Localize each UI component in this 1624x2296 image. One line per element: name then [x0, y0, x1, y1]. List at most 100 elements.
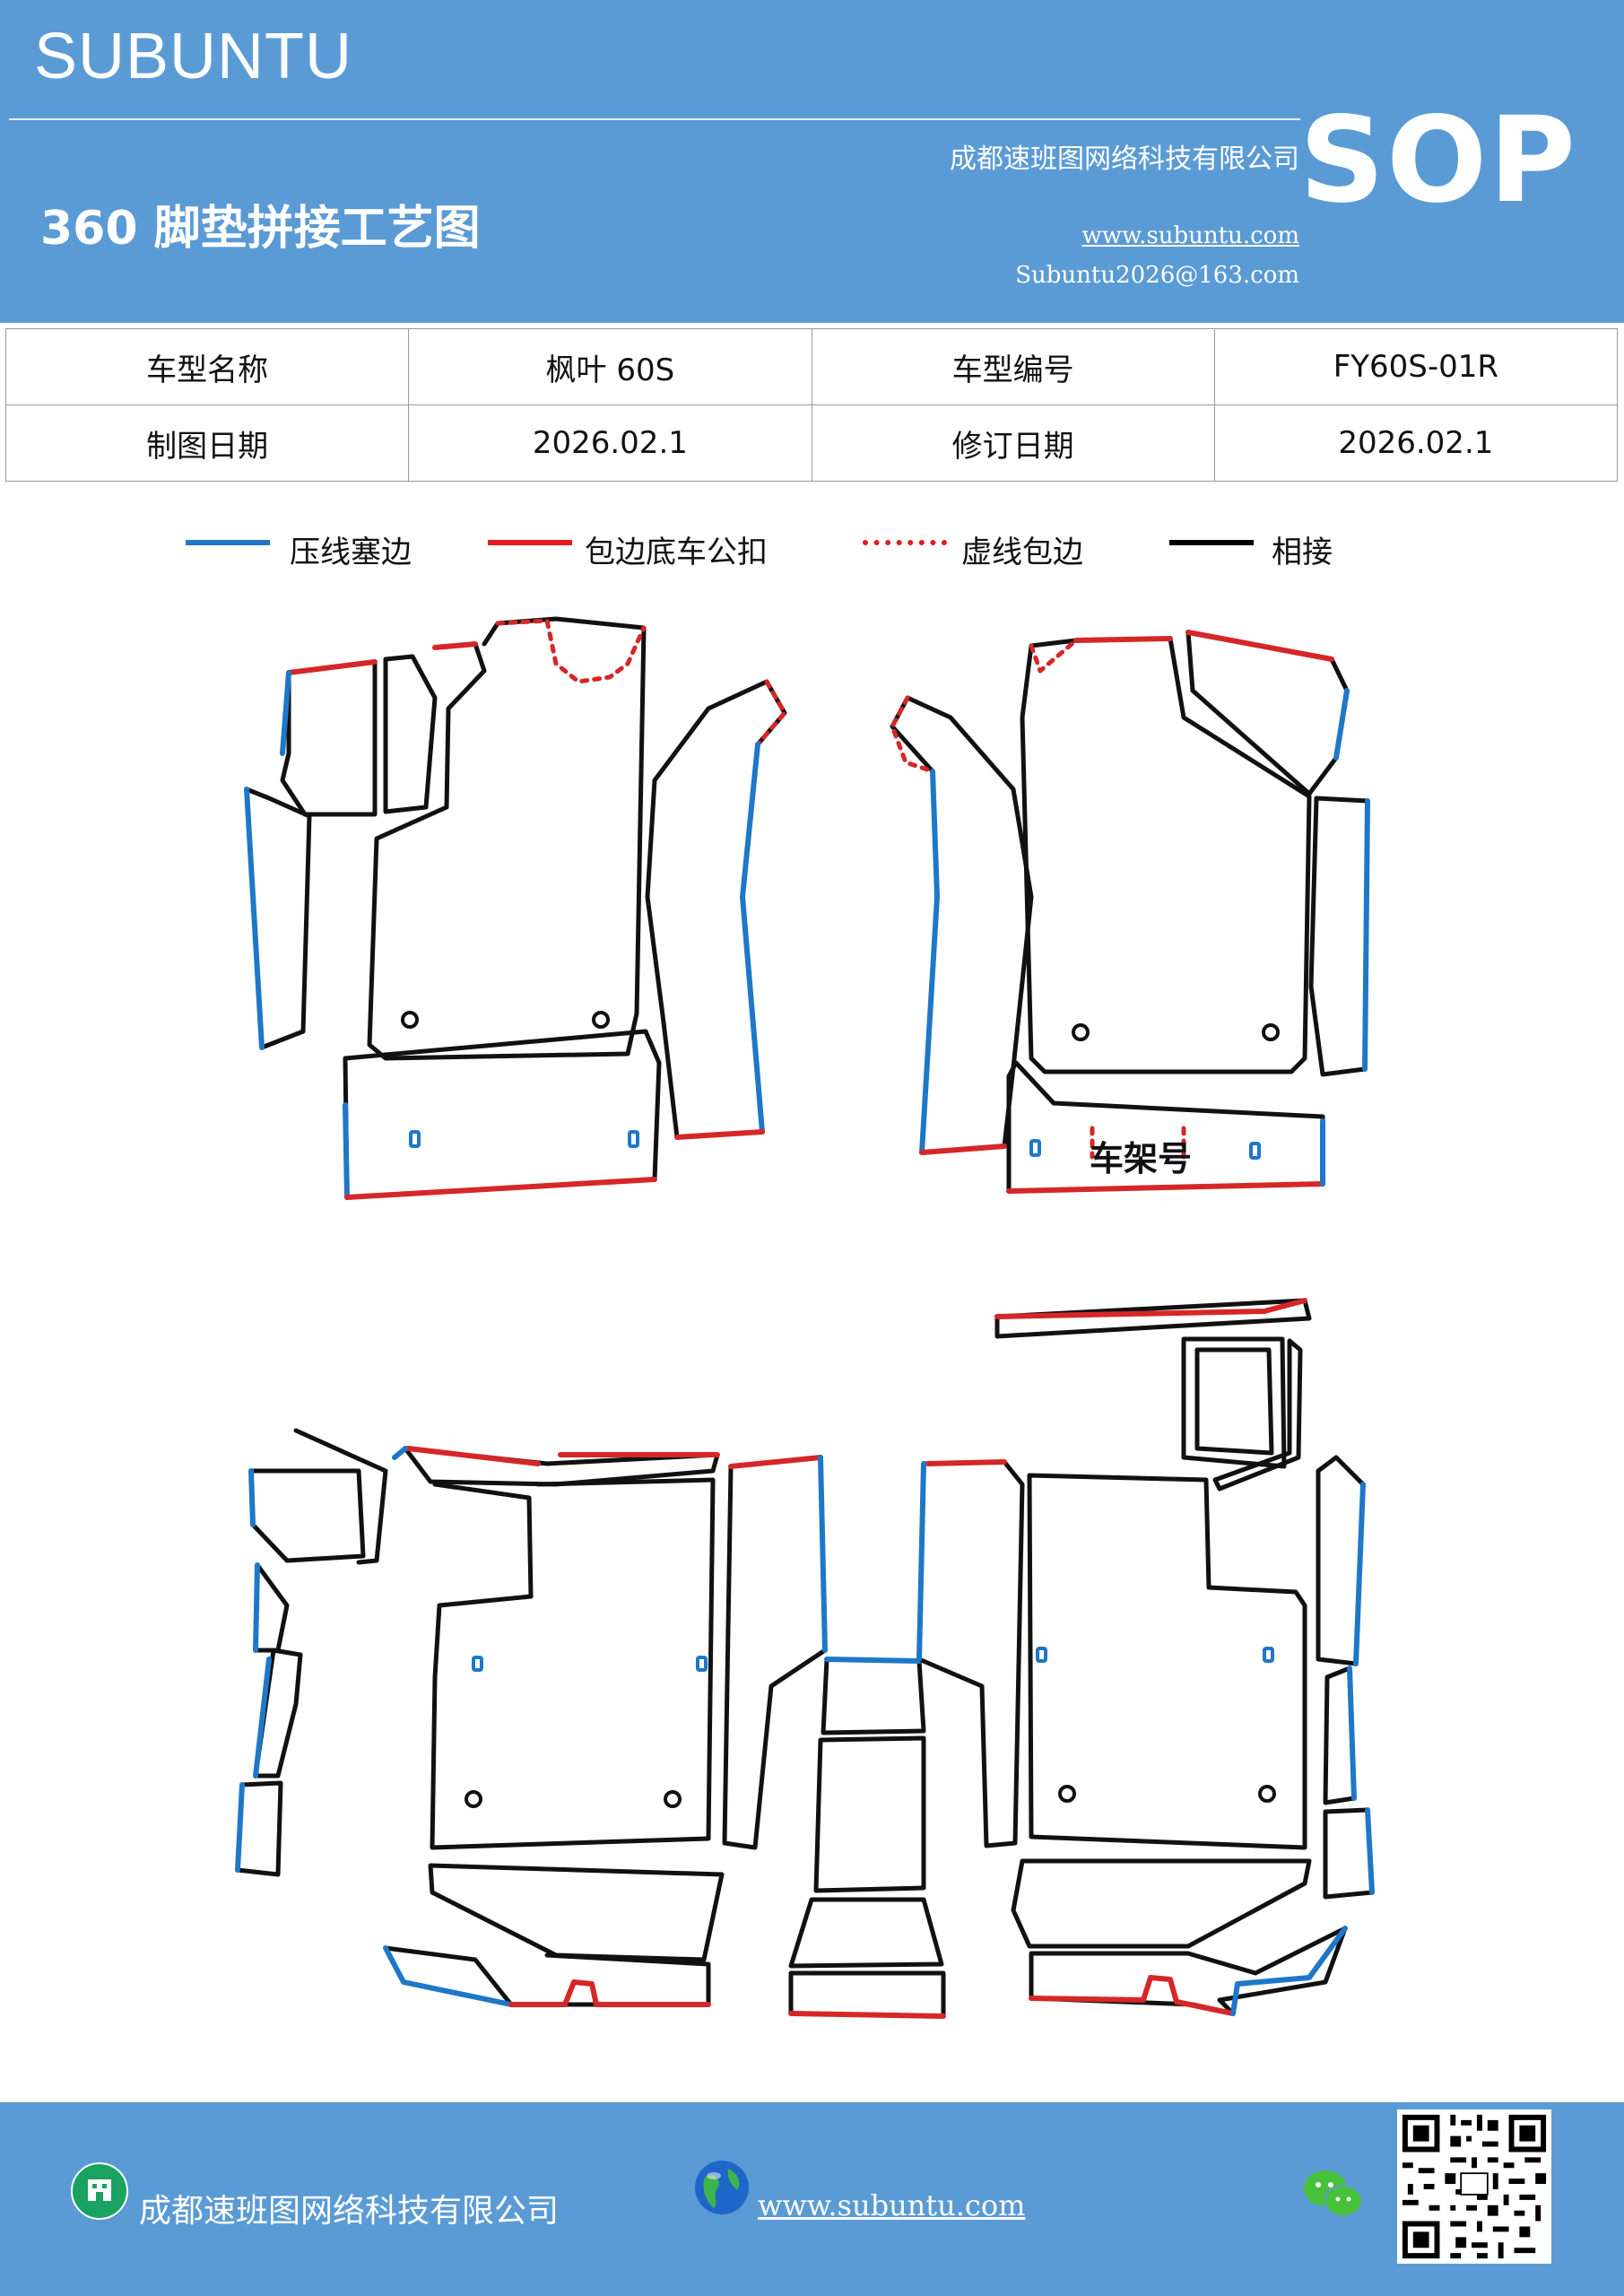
- front-right-blue: [919, 769, 940, 1155]
- rear-right-bottom-blue: [1230, 1926, 1348, 2016]
- front-right-sill-red: [1006, 1181, 1325, 1194]
- rear-left-piece-3-blue: [253, 1657, 272, 1779]
- wechat-icon[interactable]: [1302, 2167, 1365, 2224]
- front-right-outer-strip: [1308, 796, 1370, 1077]
- front-right-top-dotted: [1029, 638, 1079, 674]
- tunnel-bottom-red: [788, 2011, 946, 2019]
- label-revision-date: 修订日期: [811, 404, 1215, 482]
- rear-left-top-strip: [403, 1446, 720, 1487]
- legend-label: 相接: [1272, 535, 1333, 570]
- rear-left-arch-piece: [293, 1428, 388, 1565]
- frame-number-cutout: [1090, 1126, 1186, 1160]
- footer-website-link[interactable]: www.subuntu.com: [758, 2188, 1026, 2222]
- rear-left-piece-2-blue: [253, 1562, 260, 1653]
- tunnel-piece-bottom: [788, 1970, 946, 2019]
- front-left-main-mat: [367, 616, 647, 1061]
- table-row: 车型名称 枫叶 60S 车型编号 FY60S-01R: [4, 328, 1619, 405]
- rear-left-bottom-red: [508, 1979, 711, 2007]
- rear-right-bottom-red: [1029, 1975, 1236, 2016]
- clip-slot: [409, 1130, 421, 1148]
- rear-right-outer-1-blue: [1353, 1482, 1366, 1666]
- legend-swatch-blue: [186, 540, 270, 545]
- footer-banner: 成都速班图网络科技有限公司 www.subuntu.com: [0, 2102, 1624, 2296]
- sill-edge-blue: [343, 1102, 350, 1200]
- label-model-code: 车型编号: [811, 328, 1215, 405]
- side-strip-blue: [740, 742, 765, 1135]
- front-right-mat-group: 车架号: [890, 630, 1370, 1194]
- rear-left-piece-2: [253, 1562, 290, 1653]
- footer-company: 成都速班图网络科技有限公司: [139, 2193, 560, 2230]
- rear-left-bottom-blue: [383, 1945, 514, 2007]
- frame-number-label: 车架号: [1090, 1139, 1192, 1178]
- legend-label: 包边底车公扣: [585, 535, 768, 570]
- rear-right-top-strip: [994, 1298, 1312, 1339]
- clip-slot: [696, 1656, 708, 1672]
- front-right-red: [919, 1144, 1007, 1155]
- value-draw-date: 2026.02.1: [408, 404, 812, 482]
- center-tunnel-group: [788, 1657, 946, 2019]
- rear-right-top-red: [994, 1298, 1307, 1319]
- clip-hole: [1262, 1023, 1280, 1041]
- header-banner: SUBUNTU 成都速班图网络科技有限公司 360 脚垫拼接工艺图 www.su…: [0, 0, 1624, 323]
- side-strip-dotted: [755, 679, 787, 747]
- rear-right-side-red: [925, 1459, 1007, 1466]
- clip-slot: [472, 1656, 483, 1672]
- legend-swatch-black: [1169, 540, 1254, 545]
- outer-strip-blue: [1362, 798, 1370, 1072]
- clip-slot: [1029, 1139, 1041, 1157]
- front-left-outer-edge-blue: [280, 670, 291, 756]
- rear-left-side-strip: [722, 1455, 828, 1850]
- sop-badge: SOP: [1298, 91, 1577, 230]
- table-row: 制图日期 2026.02.1 修订日期 2026.02.1: [4, 404, 1619, 482]
- clip-hole: [1058, 1785, 1076, 1803]
- legend-swatch-red: [488, 540, 572, 545]
- header-company: 成都速班图网络科技有限公司: [950, 144, 1299, 175]
- clip-hole: [592, 1011, 610, 1029]
- tunnel-piece-top-blue: [824, 1657, 922, 1664]
- rear-left-underseat: [428, 1863, 725, 1962]
- front-right-top-red: [1073, 636, 1173, 643]
- front-right-dotted: [890, 695, 935, 774]
- label-draw-date: 制图日期: [4, 404, 410, 482]
- front-left-outer-edge-red: [286, 659, 378, 675]
- clip-slot: [628, 1130, 639, 1148]
- label-model-name: 车型名称: [4, 328, 410, 405]
- side-strip-red: [674, 1129, 765, 1140]
- qr-code-icon[interactable]: [1397, 2109, 1551, 2267]
- rear-left-side-blue: [818, 1455, 828, 1653]
- clip-hole: [465, 1790, 482, 1808]
- rear-right-seat-piece: [1181, 1336, 1287, 1469]
- header-divider: [9, 118, 1300, 120]
- floor-mat-diagram: 车架号: [235, 616, 1375, 2019]
- front-right-main-mat: [1020, 636, 1312, 1074]
- rear-left-top-red: [405, 1446, 720, 1466]
- rear-right-side-blue: [916, 1461, 926, 1662]
- front-left-outer-piece: [280, 659, 378, 817]
- clip-hole: [1258, 1785, 1276, 1803]
- left-strip-edge-blue: [244, 787, 265, 1050]
- rear-right-mat-group: [916, 1298, 1375, 2016]
- rear-right-main-mat: [1027, 1473, 1307, 1850]
- brand-name: SUBUNTU: [34, 21, 353, 92]
- rear-left-side-red: [728, 1455, 823, 1469]
- rear-right-seat-piece-inner: [1194, 1347, 1274, 1456]
- header-website-link[interactable]: www.subuntu.com: [1081, 222, 1300, 249]
- rear-left-main-mat: [430, 1477, 716, 1850]
- tunnel-piece-top: [821, 1657, 926, 1735]
- rear-right-underseat: [1011, 1858, 1312, 1949]
- tunnel-piece-mid: [813, 1735, 926, 1893]
- rear-right-side-strip: [916, 1459, 1025, 1848]
- rear-left-wheel-piece: [248, 1468, 366, 1563]
- rear-left-mat-group: [235, 1428, 828, 2007]
- front-right-top-piece-red: [1185, 630, 1334, 662]
- front-left-top-dotted: [495, 618, 647, 684]
- front-right-top-piece-blue: [1333, 688, 1350, 761]
- clip-hole: [664, 1790, 682, 1808]
- rear-left-piece-4-blue: [235, 1782, 245, 1873]
- sill-edge-red: [344, 1177, 657, 1200]
- company-building-icon: [70, 2161, 129, 2224]
- value-model-name: 枫叶 60S: [408, 328, 812, 405]
- front-left-pillar-piece: [383, 654, 438, 814]
- rear-left-top-blue: [392, 1446, 408, 1460]
- front-left-side-strip: [645, 679, 787, 1140]
